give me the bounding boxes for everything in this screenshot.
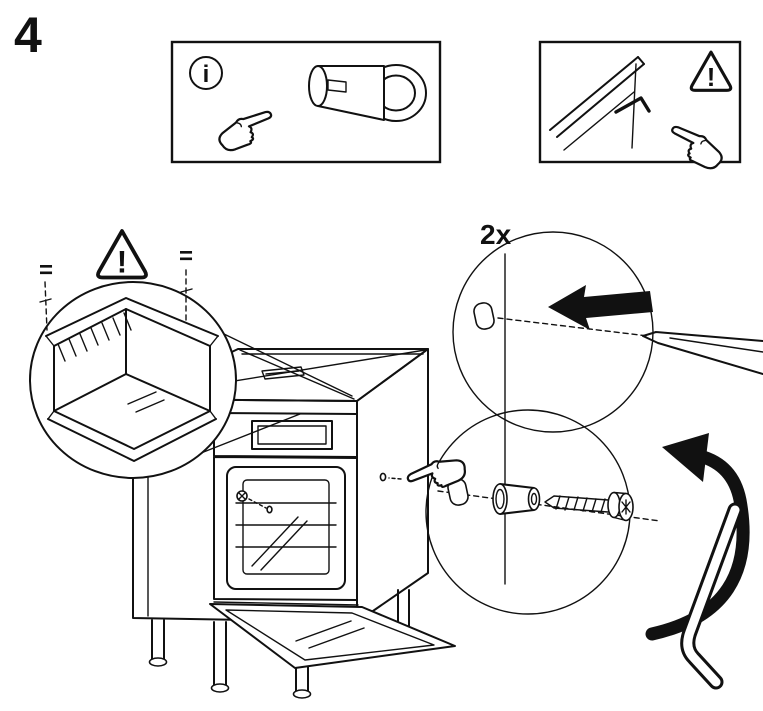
oven-door	[209, 601, 456, 669]
wall-hatching	[57, 312, 132, 362]
info-icon-glyph: i	[203, 61, 210, 88]
zoom-leader-line	[195, 413, 301, 456]
cabinet-leg	[210, 621, 230, 693]
oven-display	[251, 420, 333, 450]
alignment-guide-line	[44, 281, 48, 331]
warning-box-frame	[538, 40, 742, 164]
warning-icon	[96, 229, 148, 282]
info-icon: i	[189, 56, 223, 90]
worktop-fitting	[261, 366, 305, 380]
step-number: 4	[14, 7, 42, 63]
fastener-hole	[473, 302, 495, 330]
equals-symbol: =	[179, 243, 193, 270]
oven-rack	[235, 502, 337, 548]
pointing-hand-icon	[662, 120, 729, 175]
cabinet-interior-detail	[45, 297, 219, 462]
small-screw-detail	[236, 490, 273, 514]
warning-icon	[689, 50, 733, 94]
warning-callout-box	[538, 40, 742, 175]
fastener-hole	[266, 505, 273, 514]
info-box-frame	[170, 40, 442, 164]
alignment-marks-left: =	[39, 257, 53, 331]
detail-circle-insert	[452, 231, 763, 433]
cabinet-edge-illustration	[549, 56, 645, 151]
alignment-marks-right: =	[179, 243, 193, 323]
detail-circle-tighten	[425, 409, 661, 615]
torx-key-icon	[680, 502, 743, 690]
quantity-label: 2x	[480, 219, 512, 250]
pointing-hand-icon	[213, 105, 280, 157]
zoom-leader-line	[223, 333, 353, 397]
allen-key-icon	[614, 96, 651, 114]
grommet-part-illustration	[308, 64, 427, 122]
worktop-cross-line	[239, 349, 355, 400]
info-callout-box: i	[170, 40, 442, 164]
insert-direction-arrow-icon	[548, 285, 653, 330]
side-panel-hole	[379, 472, 402, 482]
main-illustration: = = 2x	[29, 219, 763, 699]
grommet-icon	[492, 483, 541, 515]
screwdriver-icon	[642, 331, 763, 375]
cabinet-leg	[148, 619, 168, 667]
axis-line	[497, 317, 649, 337]
cabinet-side	[356, 348, 429, 623]
screw-icon	[544, 491, 634, 522]
zoom-bubble	[29, 281, 237, 479]
oven-cavity	[213, 456, 358, 601]
equals-symbol: =	[39, 257, 53, 284]
axis-line	[437, 490, 661, 522]
